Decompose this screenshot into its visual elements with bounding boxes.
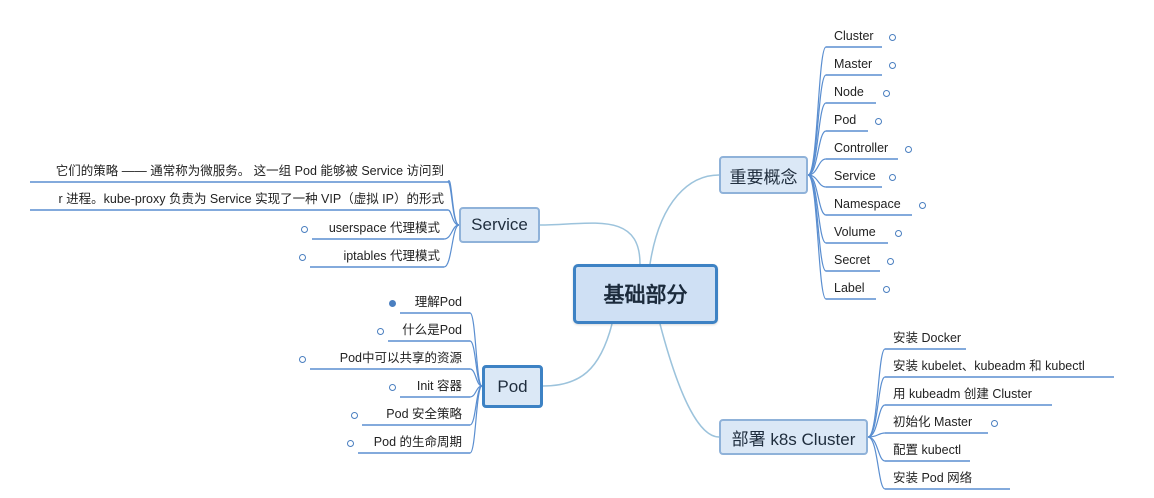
expand-dot-icon[interactable]: [346, 439, 354, 447]
expand-dot-icon[interactable]: [882, 285, 890, 293]
pod-leaf-item[interactable]: Pod 的生命周期: [373, 435, 462, 449]
connector-line: [447, 181, 460, 226]
concept-leaf-item[interactable]: Secret: [834, 253, 871, 267]
deploy-leaf-item[interactable]: 安装 Pod 网络: [893, 471, 973, 485]
expand-dot-icon[interactable]: [882, 89, 890, 97]
concept-leaf-item[interactable]: Service: [834, 169, 876, 183]
connector-line: [867, 404, 886, 438]
service-leaf-item[interactable]: userspace 代理模式: [328, 221, 440, 235]
expand-dot-icon[interactable]: [298, 355, 306, 363]
pod-leaf-item[interactable]: 什么是Pod: [402, 323, 462, 337]
concept-leaf-item[interactable]: Controller: [834, 141, 889, 155]
concept-leaf-item[interactable]: Volume: [834, 225, 876, 239]
connector-line: [443, 224, 460, 268]
deploy-leaf-item[interactable]: 用 kubeadm 创建 Cluster: [893, 387, 1032, 401]
concept-leaf-item[interactable]: Master: [834, 57, 873, 71]
connector-line: [649, 174, 720, 265]
deploy-leaf-item[interactable]: 初始化 Master: [893, 415, 973, 429]
pod-leaf-item[interactable]: Pod 安全策略: [386, 407, 462, 421]
connector-line: [539, 222, 641, 265]
service-leaf-item[interactable]: r 进程。kube-proxy 负责为 Service 实现了一种 VIP（虚拟…: [58, 192, 444, 206]
expand-dot-icon[interactable]: [874, 117, 882, 125]
concept-leaf-item[interactable]: Cluster: [834, 29, 874, 43]
concept-leaf-item[interactable]: Node: [834, 85, 864, 99]
connector-line: [807, 130, 827, 176]
expand-dot-icon[interactable]: [388, 383, 396, 391]
connector-line: [659, 323, 720, 438]
expand-dot-icon[interactable]: [886, 257, 894, 265]
expand-dot-icon[interactable]: [888, 33, 896, 41]
expand-dot-icon[interactable]: [376, 327, 384, 335]
connector-line: [867, 348, 886, 438]
service-node[interactable]: Service: [459, 207, 540, 243]
connector-line: [469, 368, 483, 387]
connector-line: [807, 158, 827, 176]
concept-leaf-item[interactable]: Label: [834, 281, 865, 295]
pod-leaf-item[interactable]: Init 容器: [416, 379, 462, 393]
deploy-leaf-item[interactable]: 安装 Docker: [893, 331, 962, 345]
connector-line: [542, 323, 613, 387]
expand-dot-icon[interactable]: [888, 173, 896, 181]
pod-node[interactable]: Pod: [482, 365, 543, 408]
deploy-leaf-item[interactable]: 配置 kubectl: [893, 443, 962, 457]
expand-dot-icon[interactable]: [388, 299, 396, 307]
connector-line: [469, 312, 483, 387]
service-leaf-item[interactable]: iptables 代理模式: [343, 249, 440, 263]
connector-line: [469, 385, 483, 454]
concepts-node[interactable]: 重要概念: [719, 156, 808, 194]
deploy-node[interactable]: 部署 k8s Cluster: [719, 419, 868, 455]
connector-line: [807, 174, 827, 300]
expand-dot-icon[interactable]: [918, 201, 926, 209]
deploy-leaf-item[interactable]: 安装 kubelet、kubeadm 和 kubectl: [893, 359, 1085, 373]
root-node[interactable]: 基础部分: [573, 264, 718, 324]
expand-dot-icon[interactable]: [894, 229, 902, 237]
expand-dot-icon[interactable]: [904, 145, 912, 153]
pod-leaf-item[interactable]: Pod中可以共享的资源: [339, 351, 462, 365]
connector-line: [867, 436, 886, 490]
concept-leaf-item[interactable]: Pod: [834, 113, 857, 127]
expand-dot-icon[interactable]: [990, 419, 998, 427]
expand-dot-icon[interactable]: [350, 411, 358, 419]
connector-line: [469, 340, 483, 387]
connector-line: [447, 209, 460, 226]
expand-dot-icon[interactable]: [300, 225, 308, 233]
expand-dot-icon[interactable]: [298, 253, 306, 261]
pod-leaf-item[interactable]: 理解Pod: [414, 295, 462, 309]
concept-leaf-item[interactable]: Namespace: [834, 197, 901, 211]
service-leaf-item[interactable]: 它们的策略 —— 通常称为微服务。 这一组 Pod 能够被 Service 访问…: [55, 164, 444, 178]
connector-line: [867, 376, 886, 438]
expand-dot-icon[interactable]: [888, 61, 896, 69]
